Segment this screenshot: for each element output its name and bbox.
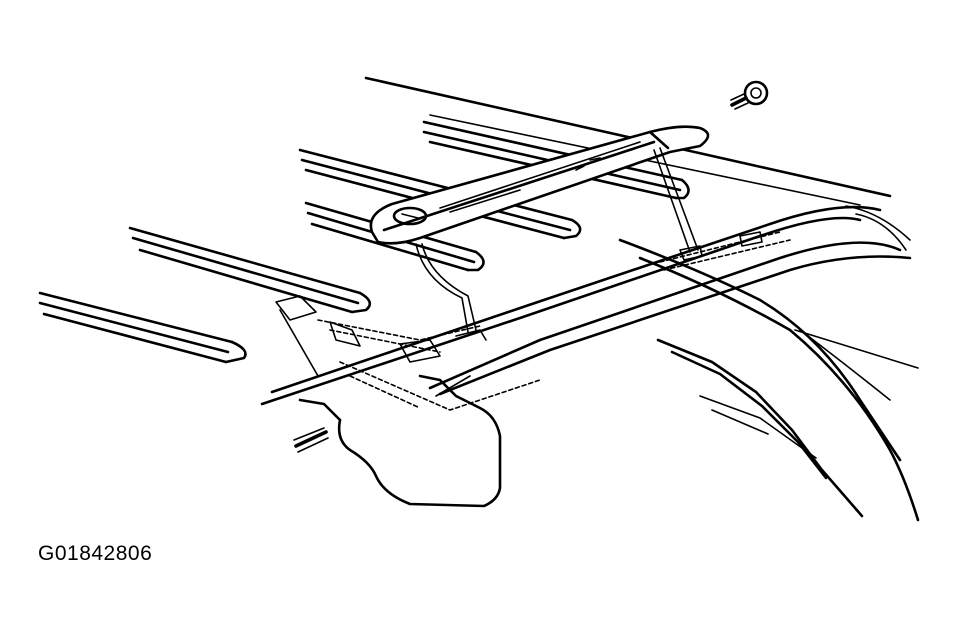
fastener-screw-icon (730, 80, 769, 110)
crossbar-supports (415, 147, 699, 333)
roof-rail-icon (260, 205, 912, 406)
figure-code: G01842806 (38, 542, 153, 565)
rail-mounting-bracket (275, 295, 541, 411)
windshield-icon (618, 238, 920, 522)
body-panel (293, 374, 502, 508)
roof-slat-front-left (38, 291, 247, 364)
crossbar-icon (369, 125, 710, 245)
roof-slat-front (128, 226, 372, 314)
